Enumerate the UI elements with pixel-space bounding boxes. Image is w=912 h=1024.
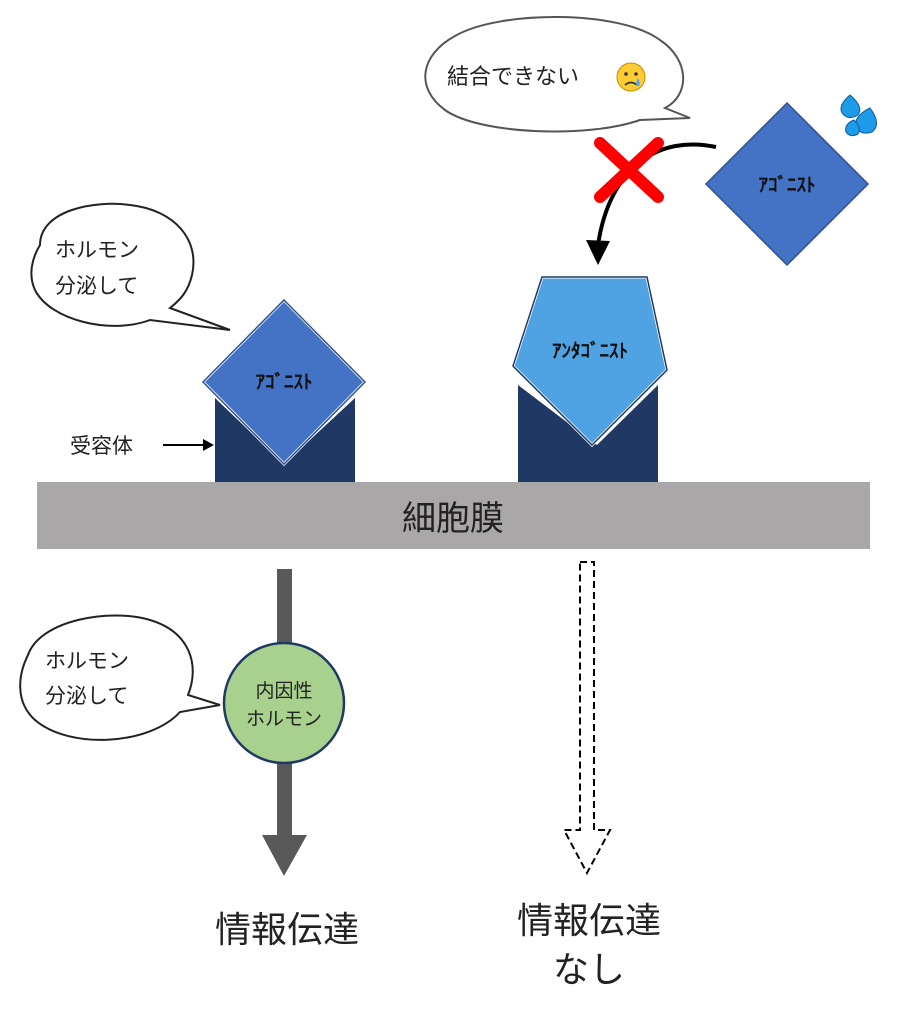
sweat-drops-icon — [840, 94, 877, 137]
bubble-bottom-left-line1: ホルモン — [45, 649, 129, 673]
bubble-bottom-left-line2: 分泌して — [45, 684, 128, 708]
crying-face-icon — [616, 62, 646, 92]
receptor-left — [215, 398, 355, 482]
signal-arrow-head — [262, 835, 307, 876]
agonist-bound-label: ｱｺﾞﾆｽﾄ — [255, 370, 312, 393]
no-signal-arrow — [562, 561, 612, 876]
hormone-line1: 内因性 — [255, 680, 312, 702]
membrane-label: 細胞膜 — [402, 499, 504, 539]
hormone-line2: ホルモン — [246, 708, 322, 730]
agonist-blocked: ｱｺﾞﾆｽﾄ — [704, 101, 870, 267]
bubble-top-right: 結合できない — [424, 15, 691, 133]
antagonist: ｱﾝﾀｺﾞﾆｽﾄ — [511, 275, 669, 448]
outcome-right-line1: 情報伝達 — [517, 901, 661, 942]
bubble-top-left: ホルモン 分泌して — [30, 202, 231, 331]
bubble-top-right-text: 結合できない — [447, 65, 579, 90]
cross-mark-icon — [594, 137, 664, 203]
cell-membrane — [37, 482, 870, 549]
endogenous-hormone: 内因性 ホルモン — [222, 641, 346, 765]
receptor-right — [518, 385, 658, 482]
bubble-bottom-left: ホルモン 分泌して — [19, 614, 221, 741]
receptor-label: 受容体 — [70, 434, 133, 458]
outcome-left-label: 情報伝達 — [215, 910, 359, 951]
antagonist-label: ｱﾝﾀｺﾞﾆｽﾄ — [552, 339, 628, 362]
agonist-blocked-label: ｱｺﾞﾆｽﾄ — [758, 173, 815, 196]
bubble-top-left-line1: ホルモン — [55, 238, 139, 262]
agonist-bound: ｱｺﾞﾆｽﾄ — [200, 297, 368, 467]
outcome-right-line2: なし — [553, 950, 625, 991]
bubble-top-left-line2: 分泌して — [55, 274, 138, 298]
